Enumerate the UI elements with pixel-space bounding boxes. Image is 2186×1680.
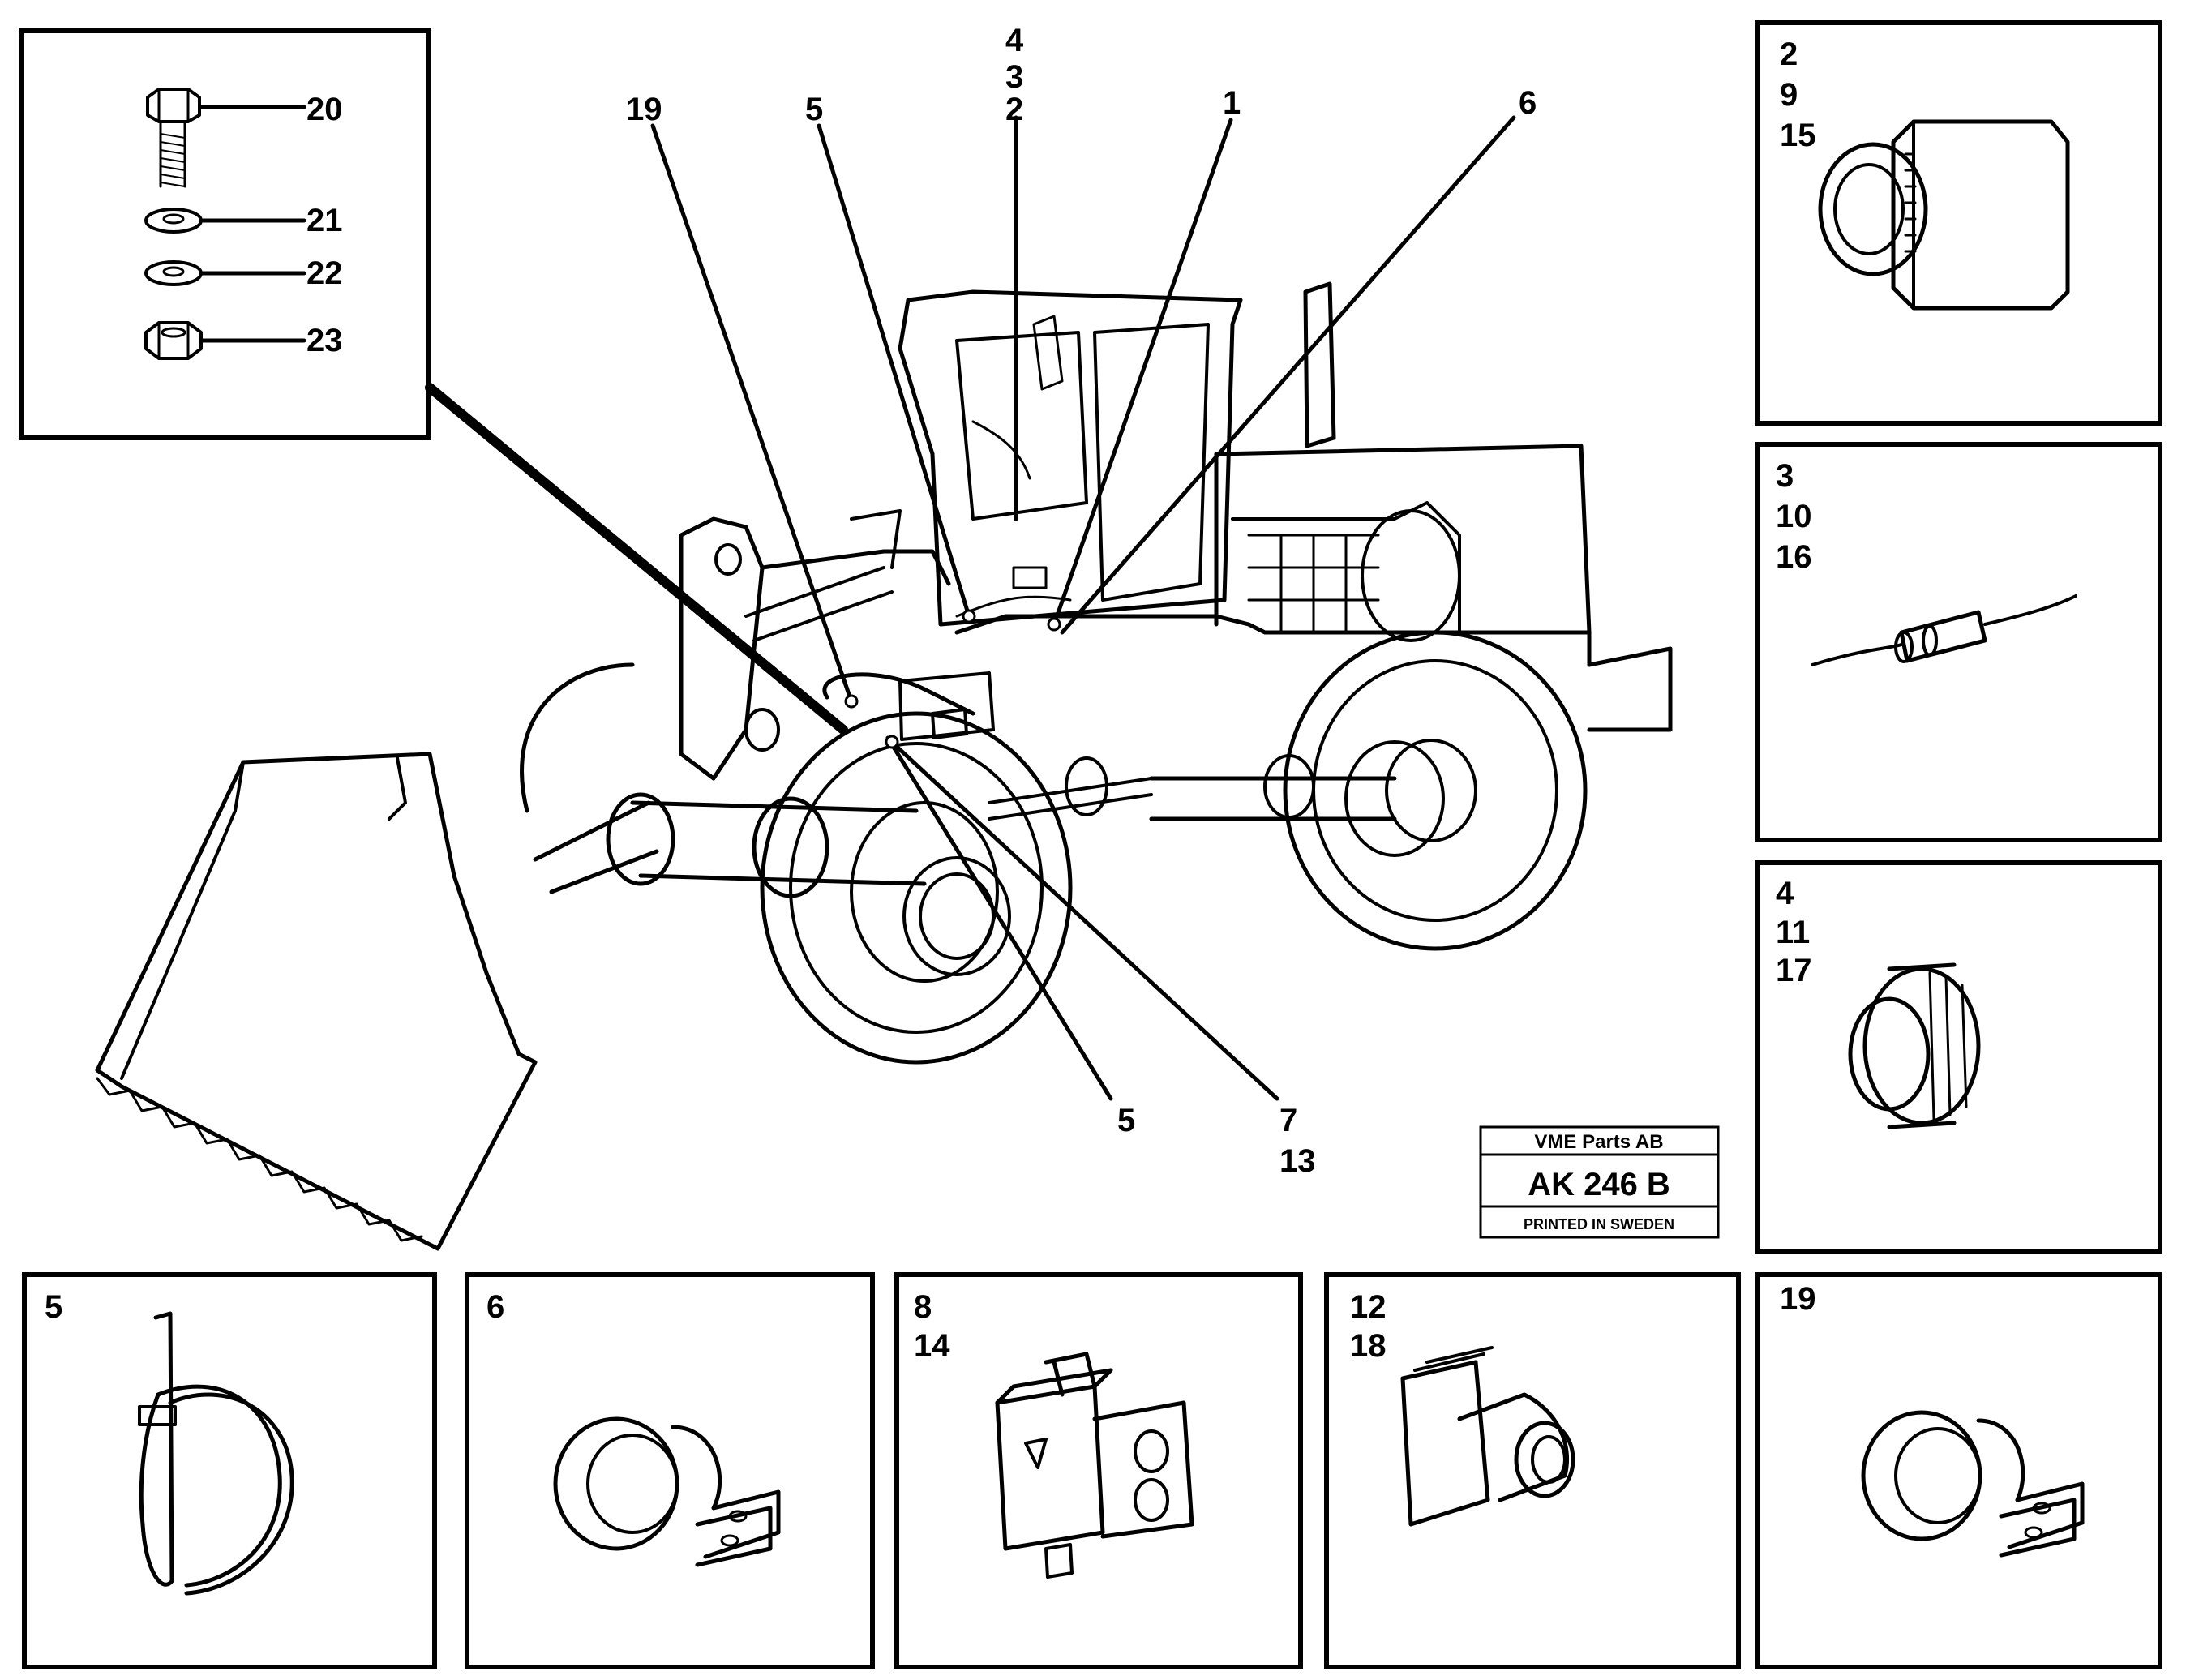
panel-cap: 4 11 17 bbox=[1755, 860, 2162, 1254]
panel-label-4: 4 bbox=[1776, 876, 1794, 911]
nut-icon bbox=[144, 321, 203, 360]
connector-housing-icon bbox=[1818, 119, 2070, 311]
panel-label-14: 14 bbox=[914, 1328, 950, 1364]
label-2: 2 bbox=[1005, 92, 1023, 127]
panel-cable-tie: 5 bbox=[22, 1272, 437, 1669]
clamp-icon bbox=[1861, 1410, 2085, 1558]
panel-label-9: 9 bbox=[1780, 77, 1798, 113]
grommet-icon bbox=[1400, 1346, 1575, 1527]
title-code: AK 246 B bbox=[1528, 1167, 1670, 1202]
panel-label-6: 6 bbox=[486, 1289, 504, 1325]
cable-tie-icon bbox=[138, 1311, 294, 1596]
hw-label-22: 22 bbox=[306, 255, 343, 291]
title-block: VME Parts AB AK 246 B PRINTED IN SWEDEN bbox=[1479, 1125, 1720, 1239]
label-19-main: 19 bbox=[626, 92, 662, 127]
hardware-inset: 20 21 22 23 bbox=[19, 28, 431, 440]
hw-label-20: 20 bbox=[306, 92, 343, 127]
label-6: 6 bbox=[1519, 85, 1537, 121]
label-4: 4 bbox=[1005, 23, 1024, 58]
panel-clamp-19: 19 bbox=[1755, 1272, 2162, 1669]
panel-label-5: 5 bbox=[45, 1289, 62, 1325]
panel-label-8: 8 bbox=[914, 1289, 932, 1325]
clamp-icon bbox=[553, 1416, 781, 1567]
label-7: 7 bbox=[1279, 1103, 1297, 1138]
hw-label-23: 23 bbox=[306, 323, 343, 358]
label-3: 3 bbox=[1005, 59, 1023, 95]
panel-diode: 3 10 16 bbox=[1755, 442, 2162, 842]
main-leaders bbox=[650, 115, 1516, 1101]
diode-icon bbox=[1811, 594, 2077, 666]
panel-clamp-6: 6 bbox=[465, 1272, 875, 1669]
title-printed: PRINTED IN SWEDEN bbox=[1524, 1216, 1674, 1232]
panel-label-15: 15 bbox=[1780, 118, 1816, 153]
title-company: VME Parts AB bbox=[1534, 1131, 1663, 1153]
panel-label-12: 12 bbox=[1350, 1289, 1387, 1325]
panel-label-2: 2 bbox=[1780, 36, 1798, 72]
inset-leader bbox=[425, 383, 848, 735]
bolt-icon bbox=[146, 88, 201, 188]
panel-label-11: 11 bbox=[1776, 915, 1810, 950]
panel-label-3: 3 bbox=[1776, 458, 1794, 494]
cap-icon bbox=[1848, 962, 1981, 1129]
panel-grommet: 12 18 bbox=[1324, 1272, 1741, 1669]
relay-connector-icon bbox=[995, 1352, 1194, 1579]
panel-label-16: 16 bbox=[1776, 539, 1812, 575]
hw-label-21: 21 bbox=[306, 203, 343, 238]
wheel-loader-illustration bbox=[95, 281, 1673, 1251]
label-1: 1 bbox=[1223, 85, 1241, 121]
panel-relay: 8 14 bbox=[894, 1272, 1303, 1669]
label-13: 13 bbox=[1279, 1143, 1316, 1179]
label-5-bottom: 5 bbox=[1117, 1103, 1135, 1138]
panel-label-18: 18 bbox=[1350, 1328, 1387, 1364]
panel-label-10: 10 bbox=[1776, 499, 1812, 534]
panel-label-17: 17 bbox=[1776, 953, 1812, 988]
panel-connector-housing: 2 9 15 bbox=[1755, 20, 2162, 426]
panel-label-19: 19 bbox=[1780, 1281, 1816, 1317]
label-5-top: 5 bbox=[805, 92, 823, 127]
